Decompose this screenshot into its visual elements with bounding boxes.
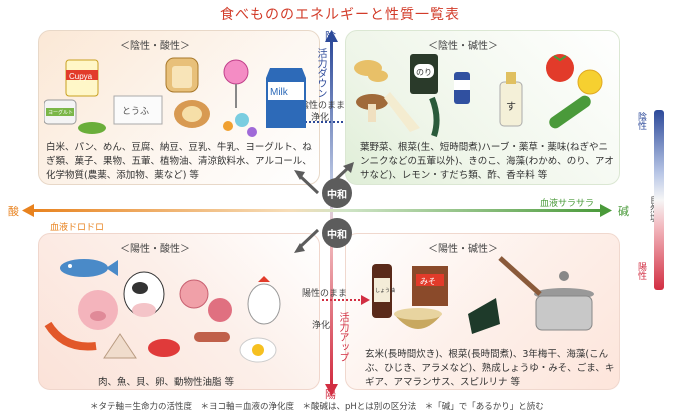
miso-icon: みそ [412,266,448,306]
quadrant-tr-text: 葉野菜、根菜(生、短時間煮)ハーブ・薬草・薬味(ねぎやニンニクなどの五葷以外)、… [360,142,614,181]
lower-note-line2: 浄化 [312,321,331,331]
footnote: ＊タテ軸＝生命力の活性度 ＊ヨコ軸＝血液の浄化度 ＊酸碱は、pHとは別の区分法 … [90,402,544,412]
pig-icon [78,290,118,330]
quadrant-tl-illustrations: Cupya ヨーグルト Milk とうふ [43,48,314,140]
chicken-icon [247,276,281,325]
quadrant-br-heading: ＜陽性・碱性＞ [428,244,498,255]
vertical-axis-arrow-up [325,30,338,42]
miso-label: みそ [420,277,436,286]
cucumber-icon [549,95,591,129]
soy-label: しょう油 [375,287,395,294]
horizontal-axis-arrow-left [22,204,34,217]
quadrant-bl-illustrations [44,254,314,366]
axis-left-label: 酸 [8,205,19,218]
radish-icon [384,92,420,132]
quadrant-tl-heading: ＜陰性・酸性＞ [120,41,190,52]
upper-note-line2: 浄化 [311,113,330,123]
lower-note-line1: 陽性のまま [302,289,348,299]
vinegar-bottle-icon: す [499,72,523,127]
nori-label: のり [416,68,432,77]
nori-icon: のり [410,54,438,94]
neutralize-bubble-bottom: 中和 [322,218,352,248]
top-arrow-label: 活力ダウン [315,48,326,98]
milk-label: Milk [270,87,289,98]
scale-middle-label: 自然塩 [648,195,658,222]
spice-jar-icon [454,72,470,104]
yogurt-icon: ヨーグルト [43,99,77,125]
soy-sauce-icon: しょう油 [372,264,395,318]
milk-carton-icon: Milk [266,68,306,128]
tomato-icon [546,54,574,82]
tofu-icon: とうふ [113,95,163,125]
scale-top-label: 陰性 [636,112,646,130]
yin-yang-scale-bar [654,110,664,290]
fish-icon [60,259,118,277]
quadrant-bl-text: 肉、魚、貝、卵、動物性油脂 等 [98,377,235,388]
seaweed-kombu-icon [468,298,500,334]
horizontal-axis [30,209,605,212]
axis-top-label: 陰 [325,30,336,43]
arrow-to-yang-acid [298,228,320,249]
vinegar-label: す [506,101,516,113]
arrow-to-yin-acid [298,174,320,195]
yogurt-label: ヨーグルト [48,109,73,116]
sausage-icon [194,332,230,342]
mushroom-icon [356,94,388,122]
burdock-root-icon [498,256,542,296]
right-arrow-label: 血液サラサラ [540,199,595,209]
bottom-arrow-label: 活力アップ [337,312,348,362]
seaweed-icon [429,96,440,137]
scale-bottom-label: 陽性 [636,262,646,280]
quadrant-tr-illustrations: のり す [350,48,616,140]
cake-icon [174,100,210,128]
cup-noodle-icon: Cupya [65,59,99,97]
neutralize-bubble-top: 中和 [322,178,352,208]
lemon-icon [577,69,603,95]
ginger-icon [354,60,388,82]
upper-note-line1: 陰性のまま [300,101,346,111]
ham-icon [179,279,232,322]
quadrant-tr-heading: ＜陰性・碱性＞ [428,41,498,52]
page-title: 食べもののエネルギーと性質一覧表 [220,7,460,23]
quadrant-br-text: 玄米(長時間炊き)、根菜(長時間煮)、3年梅干、海藻(こんぶ、ひじき、アラメなど… [365,349,615,388]
quadrant-br-illustrations: しょう油 みそ [350,254,616,342]
cooking-pot-icon [534,271,594,331]
rice-bowl-icon [394,308,442,329]
horizontal-axis-arrow-right [600,204,612,217]
tofu-label: とうふ [122,106,149,116]
candy-icon [223,113,257,137]
egg-icon [239,337,277,363]
cup-label: Cupya [69,72,93,81]
axis-right-label: 碱 [618,205,629,218]
quadrant-tl-text: 白米、パン、めん、豆腐、納豆、豆乳、牛乳、ヨーグルト、ねぎ類、菓子、果物、五葷、… [46,142,312,181]
vertical-axis [330,40,333,385]
left-arrow-label: 血液ドロドロ [50,223,105,233]
shell-icon [103,333,137,359]
shrimp-icon [44,321,97,351]
lollipop-icon [223,59,249,108]
crab-icon [148,339,180,357]
bread-icon [165,57,199,93]
vertical-axis-arrow-down [325,384,338,396]
cow-icon [123,271,165,317]
pea-pod-icon [78,122,106,134]
quadrant-bl-heading: ＜陽性・酸性＞ [120,244,190,255]
axis-bottom-label: 陽 [325,388,336,401]
